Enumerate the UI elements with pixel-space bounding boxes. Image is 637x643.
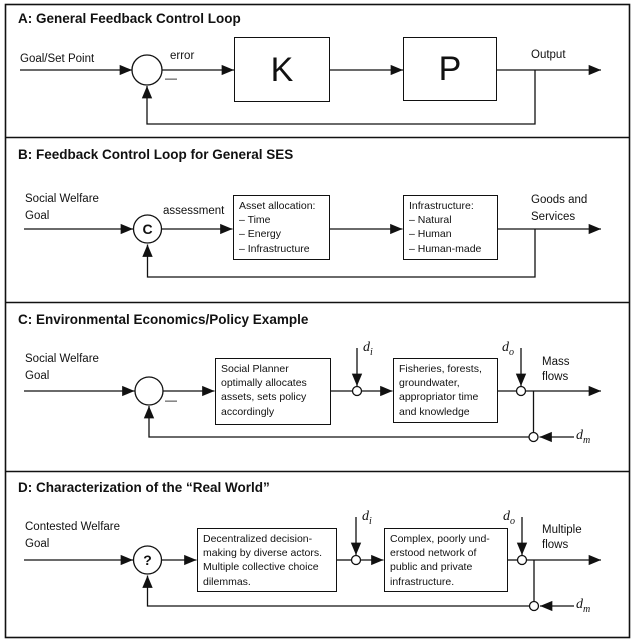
c-feedback-line <box>143 406 529 438</box>
c-d-output-sub: o <box>509 346 514 358</box>
c-d-measure-base: d <box>576 428 583 443</box>
d-controller-box: Decentralized decision- making by divers… <box>197 528 337 592</box>
c-d-output-base: d <box>502 340 509 355</box>
d-d-output-sub: o <box>510 515 515 527</box>
c-minus-sign: — <box>165 393 177 407</box>
panel-b-geometry <box>24 214 601 278</box>
a-feedback-line <box>141 70 536 125</box>
panel-c-geometry <box>24 348 601 443</box>
c-output-disturbance-node <box>515 385 527 397</box>
a-summing-junction-circle <box>131 54 163 86</box>
b-plant-box: Infrastructure: – Natural – Human – Huma… <box>403 195 498 260</box>
c-d-measure-label: dm <box>576 429 590 446</box>
d-d-measure-label: dm <box>576 598 590 615</box>
d-goal-label: Contested Welfare Goal <box>25 521 121 550</box>
panel-d-title: D: Characterization of the “Real World” <box>18 480 270 495</box>
d-d-measure-sub: m <box>583 603 591 615</box>
a-output-label: Output <box>531 49 566 61</box>
b-comparator-symbol: C <box>142 221 153 237</box>
d-d-input-label: di <box>362 510 372 527</box>
a-error-label: error <box>170 50 195 62</box>
c-plant-box: Fisheries, forests, groundwater, appropr… <box>393 358 498 423</box>
d-d-output-base: d <box>503 509 510 524</box>
a-minus-sign: — <box>165 71 177 85</box>
b-feedback-line <box>142 229 536 278</box>
panel-c-title: C: Environmental Economics/Policy Exampl… <box>18 312 309 327</box>
d-plant-box: Complex, poorly und- erstood network of … <box>384 528 508 592</box>
d-d-output-label: do <box>503 510 515 527</box>
panel-d-geometry <box>24 517 601 612</box>
c-d-input-sub: i <box>370 346 373 358</box>
c-d-input-label: di <box>363 341 373 358</box>
c-goal-label: Social Welfare Goal <box>25 353 99 382</box>
d-output-disturbance-node <box>516 554 528 566</box>
d-measurement-disturbance-node <box>528 600 540 612</box>
b-controller-box: Asset allocation: – Time – Energy – Infr… <box>233 195 330 260</box>
c-output-label: Mass flows <box>542 356 570 383</box>
b-assessment-label: assessment <box>163 205 225 217</box>
d-output-label: Multiple flows <box>542 524 582 551</box>
a-plant-box: P <box>403 37 497 101</box>
c-d-measure-sub: m <box>583 434 591 446</box>
c-d-output-label: do <box>502 341 514 358</box>
c-input-disturbance-node <box>351 385 363 397</box>
b-goal-label: Social Welfare Goal <box>25 193 99 222</box>
d-d-input-base: d <box>362 509 369 524</box>
a-controller-box: K <box>234 37 330 102</box>
panel-a-geometry <box>20 54 601 125</box>
d-comparator-symbol: ? <box>143 552 152 568</box>
d-feedback-line <box>142 575 530 607</box>
c-summing-junction-circle <box>134 376 164 406</box>
panel-a-title: A: General Feedback Control Loop <box>18 11 241 26</box>
a-goal-label: Goal/Set Point <box>20 53 95 65</box>
figure-border <box>4 3 631 639</box>
d-input-disturbance-node <box>350 554 362 566</box>
panel-b-title: B: Feedback Control Loop for General SES <box>18 147 294 162</box>
c-d-input-base: d <box>363 340 370 355</box>
d-d-input-sub: i <box>369 515 372 527</box>
c-controller-box: Social Planner optimally allocates asset… <box>215 358 331 425</box>
b-output-label: Goods and Services <box>531 194 588 223</box>
c-measurement-disturbance-node <box>528 431 539 443</box>
d-d-measure-base: d <box>576 597 583 612</box>
